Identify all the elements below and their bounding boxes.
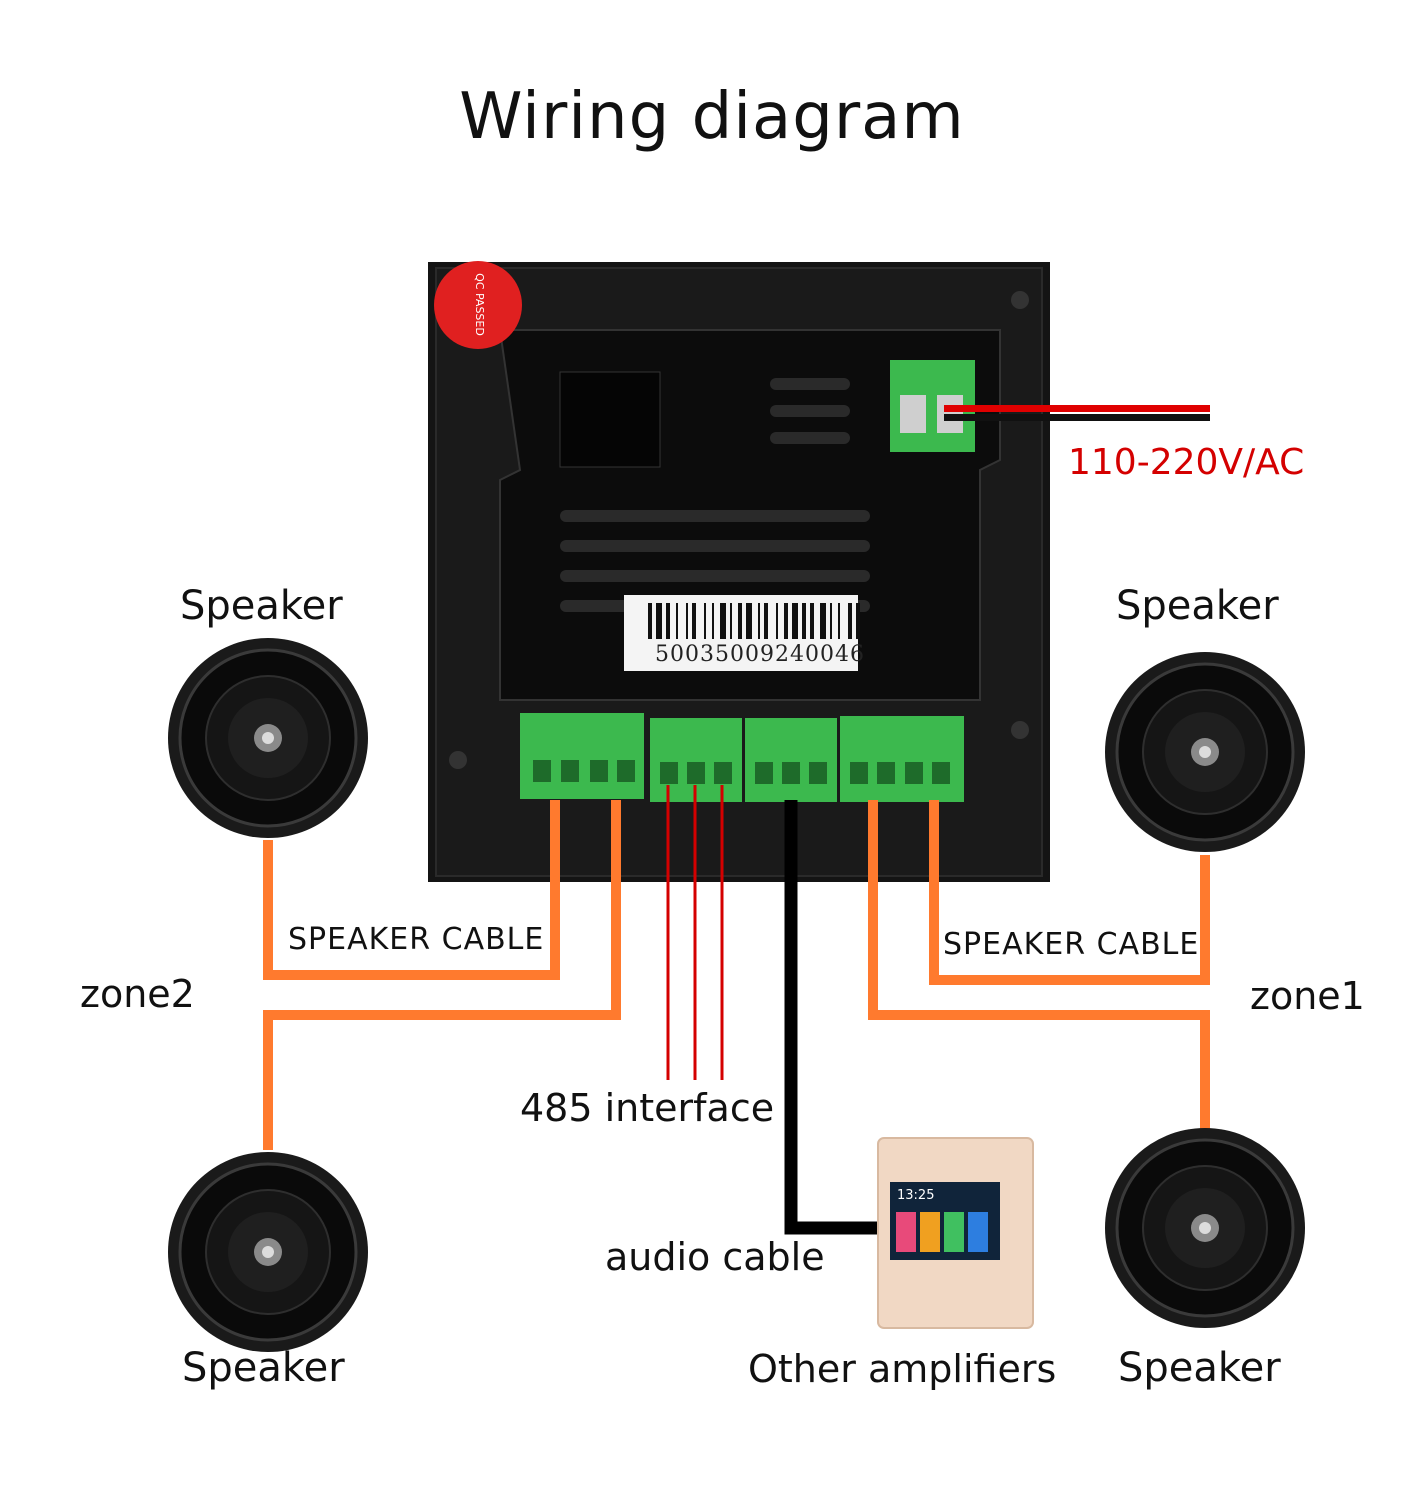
other-amplifiers-label: Other amplifiers xyxy=(748,1347,1057,1391)
zone2-cable-bottom xyxy=(263,800,621,1150)
speaker-cable-label-right: SPEAKER CABLE xyxy=(943,927,1200,962)
zone1-cable-bottom xyxy=(868,800,1210,1135)
audio-cable-label: audio cable xyxy=(605,1235,825,1279)
rs485-wires xyxy=(666,785,724,1080)
audio-cable xyxy=(784,800,880,1235)
terminal-blocks xyxy=(520,713,964,802)
other-amplifier-panel xyxy=(877,1137,1034,1329)
qc-stamp-text: QC PASSED xyxy=(472,273,486,336)
qc-sticker xyxy=(434,261,522,349)
zone1-cable-top xyxy=(929,800,1210,985)
speaker-label-bottom-left: Speaker xyxy=(182,1345,345,1391)
zone2-cable-top xyxy=(263,800,560,980)
panel-clock: 13:25 xyxy=(897,1188,935,1203)
speaker-top-left xyxy=(168,638,368,838)
power-terminal xyxy=(890,360,1210,452)
speaker-cable-label-left: SPEAKER CABLE xyxy=(288,922,545,957)
rs485-label: 485 interface xyxy=(520,1086,775,1130)
speaker-label-top-left: Speaker xyxy=(180,583,343,629)
diagram-title: Wiring diagram xyxy=(459,80,965,154)
zone1-label: zone1 xyxy=(1250,974,1365,1018)
power-label: 110-220V/AC xyxy=(1068,442,1305,483)
speaker-top-right xyxy=(1105,652,1305,852)
speaker-cables xyxy=(263,800,1210,1150)
speaker-bottom-right xyxy=(1105,1128,1305,1328)
speaker-label-top-right: Speaker xyxy=(1116,583,1279,629)
speaker-bottom-left xyxy=(168,1152,368,1352)
speaker-label-bottom-right: Speaker xyxy=(1118,1345,1281,1391)
zone2-label: zone2 xyxy=(80,972,195,1016)
barcode-number: 50035009240046 xyxy=(655,642,865,667)
